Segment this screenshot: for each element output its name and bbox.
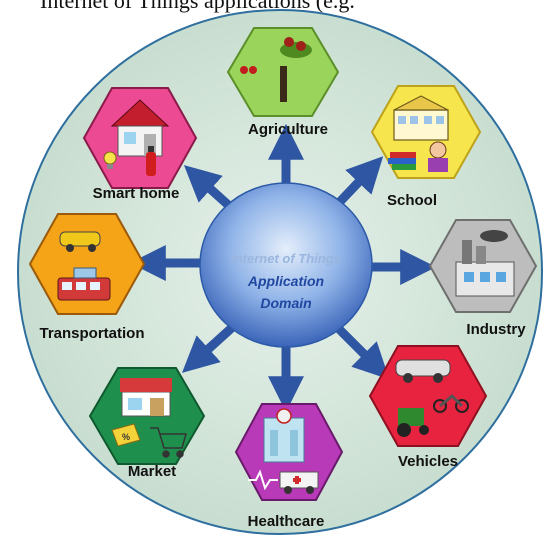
- smart-home-label: Smart home: [93, 185, 180, 202]
- heartbeat-icon: [248, 469, 278, 491]
- svg-text:%: %: [122, 432, 130, 442]
- tractor-icon: [397, 408, 429, 437]
- center-line-1: Internet of Things: [231, 251, 341, 266]
- motorcycle-icon: [433, 393, 469, 413]
- fire-extinguisher-icon: [146, 146, 156, 176]
- domain-smart-home: Smart home: [82, 87, 198, 202]
- domain-vehicles: Vehicles: [368, 345, 488, 470]
- student-icon: [428, 141, 448, 172]
- domain-market: % Market: [88, 367, 206, 480]
- market-label: Market: [128, 463, 176, 480]
- shop-icon: [120, 378, 172, 417]
- light-bulb-icon: [103, 151, 117, 169]
- cherries-icon: [240, 66, 257, 74]
- domain-agriculture: Agriculture: [226, 27, 340, 138]
- industry-label: Industry: [466, 321, 526, 338]
- plant-icon: [280, 37, 312, 102]
- transportation-label: Transportation: [39, 325, 144, 342]
- healthcare-label: Healthcare: [248, 513, 325, 530]
- domain-school: School: [370, 85, 482, 209]
- center-line-3: Domain: [260, 295, 311, 311]
- domain-industry: Industry: [428, 219, 538, 338]
- arrow-vehicles: [330, 320, 390, 380]
- cart-icon: [150, 427, 187, 458]
- center-line-2: Application: [247, 273, 324, 289]
- center-bubble: Internet of Things Application Domain: [199, 182, 373, 348]
- agriculture-label: Agriculture: [248, 121, 328, 138]
- books-icon: [388, 152, 416, 170]
- hospital-icon: [263, 408, 305, 463]
- taxi-icon: [59, 231, 101, 252]
- school-building-icon: [393, 95, 449, 141]
- school-label: School: [387, 192, 437, 209]
- ambulance-icon: [279, 471, 319, 494]
- arrow-market: [181, 320, 240, 373]
- house-icon: [110, 99, 170, 157]
- car-icon: [395, 359, 451, 383]
- factory-icon: [455, 230, 515, 297]
- vehicles-label: Vehicles: [398, 453, 458, 470]
- domain-transportation: Transportation: [28, 213, 146, 342]
- price-tag-icon: %: [111, 423, 141, 447]
- domain-healthcare: Healthcare: [234, 403, 344, 530]
- train-icon: [57, 267, 111, 301]
